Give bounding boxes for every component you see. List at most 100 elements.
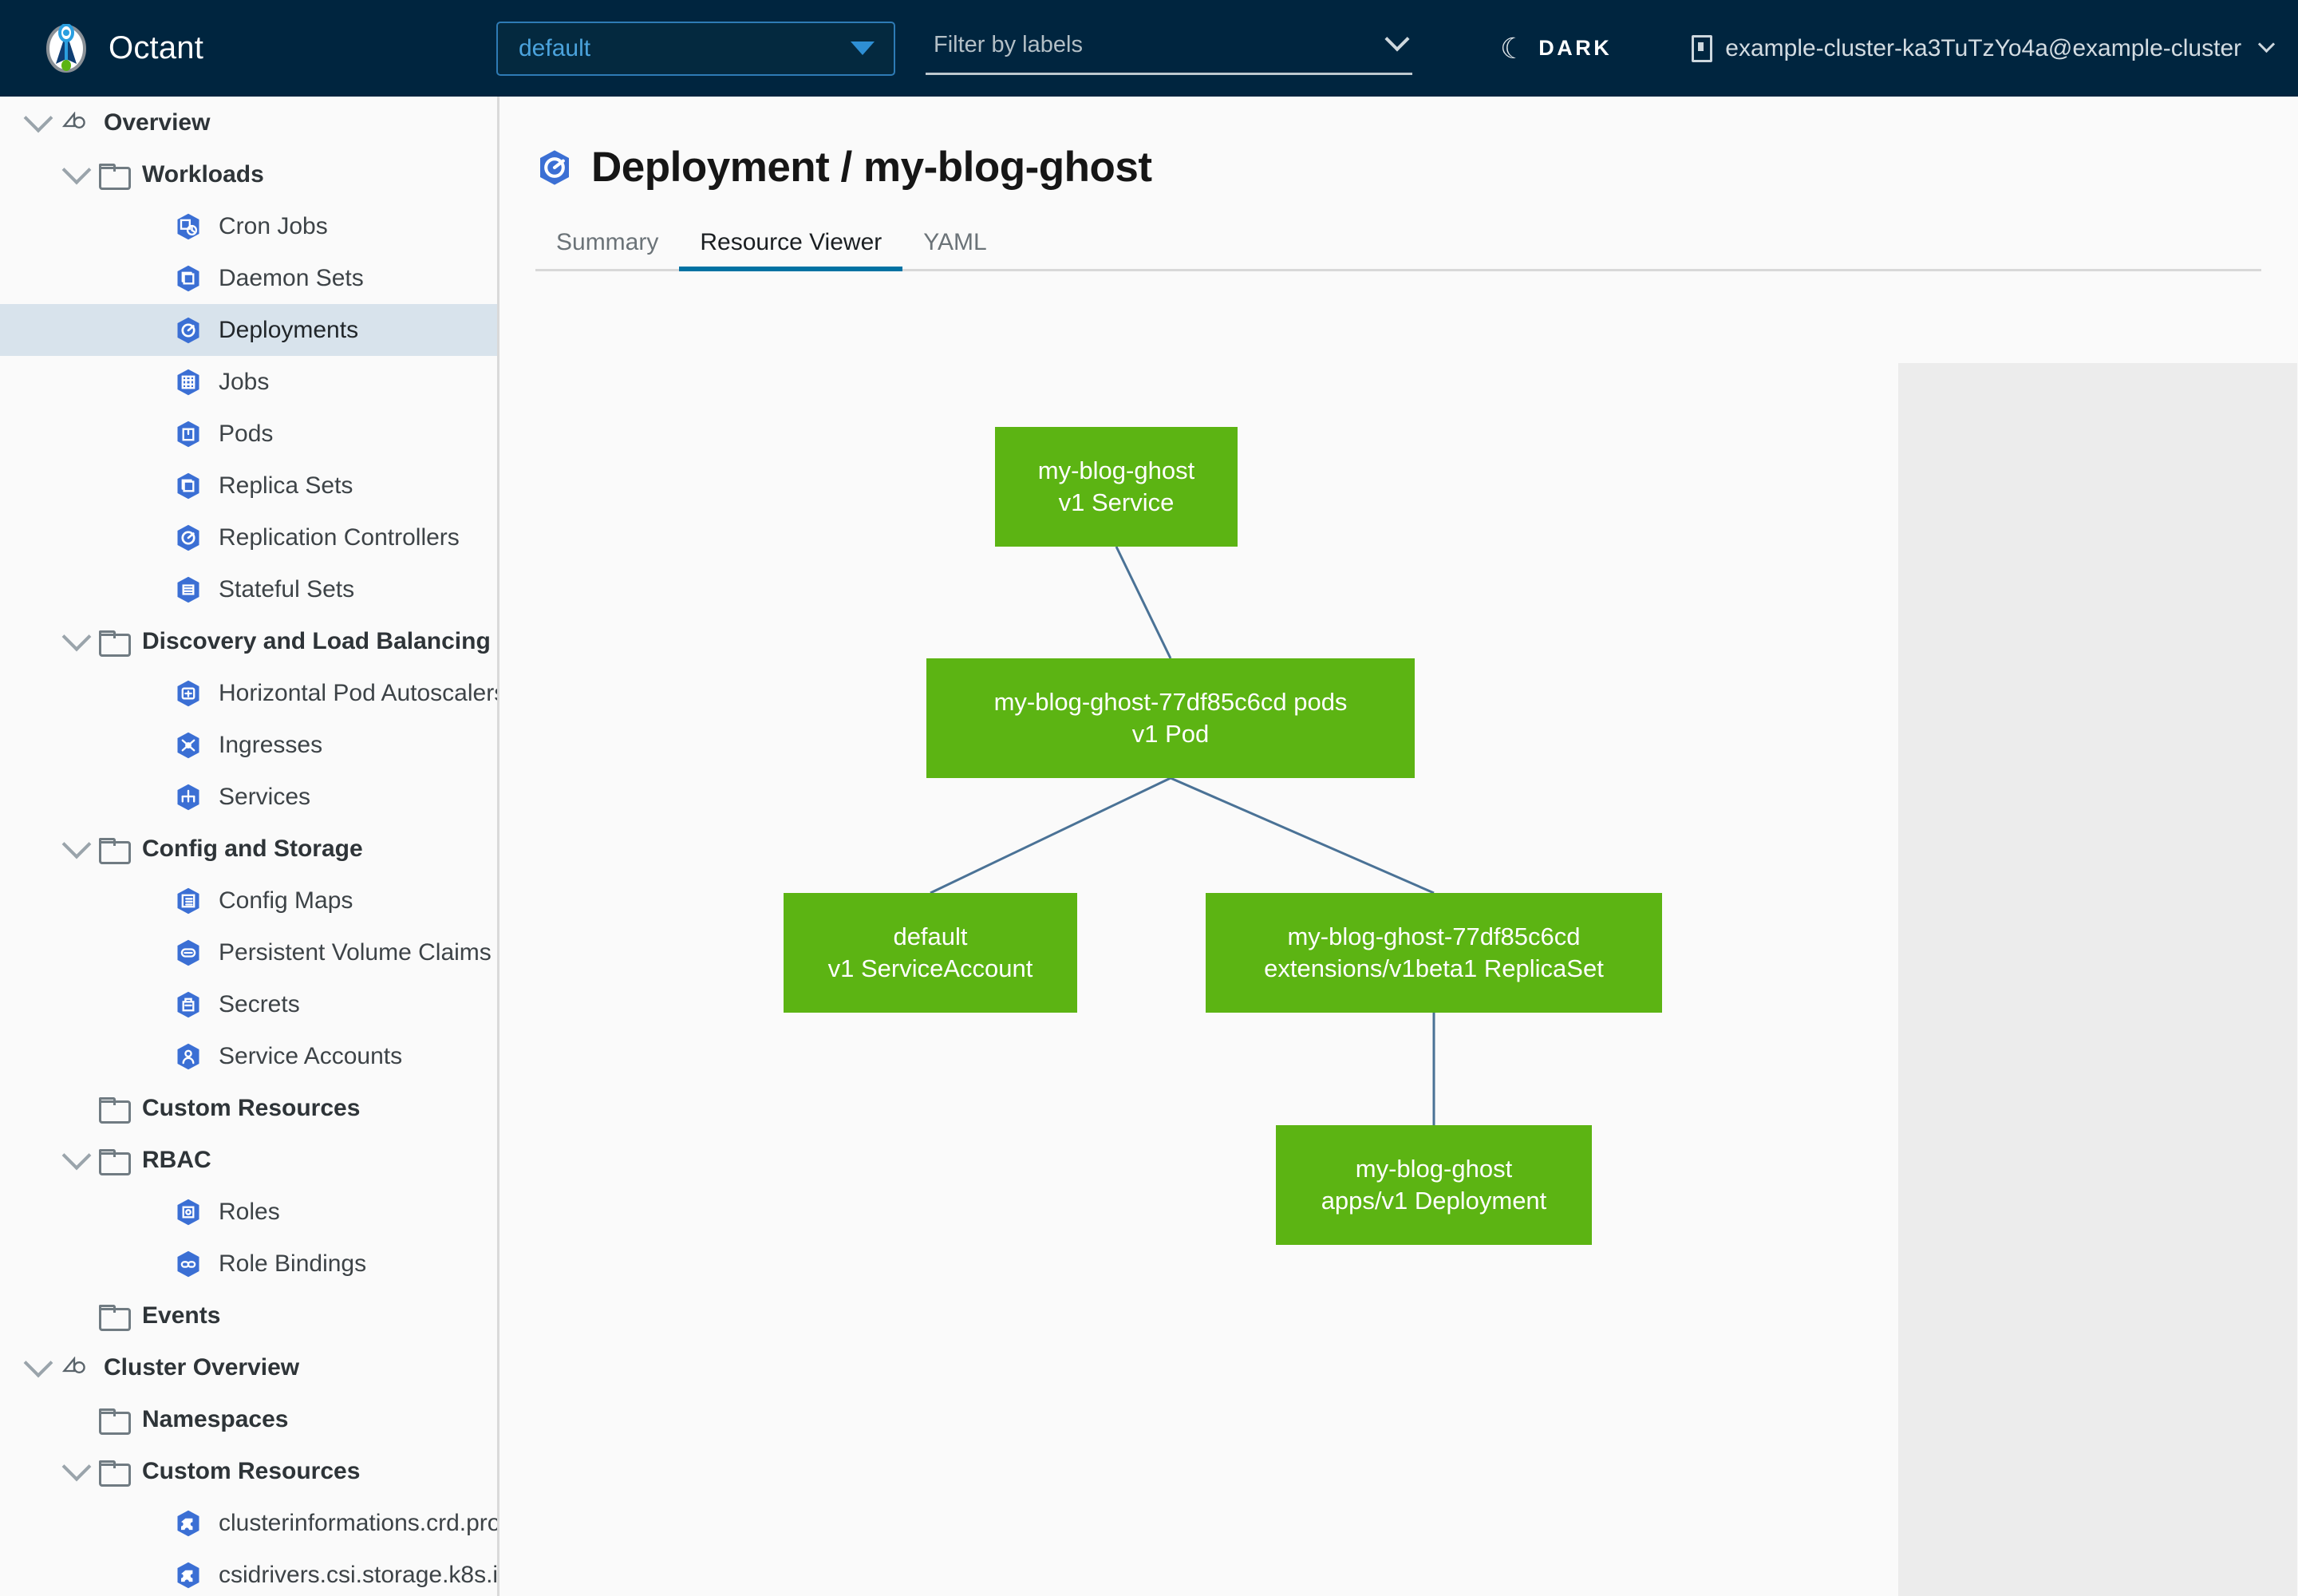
graph-nodes[interactable]: my-blog-ghost v1 Service my-blog-ghost-77d… [526,363,2297,1596]
folder-icon [99,1149,131,1175]
sidebar-item-config-and-storage[interactable]: Config and Storage [0,823,497,875]
expand-toggle[interactable] [54,829,99,859]
theme-toggle-button[interactable]: ☾ DARK [1500,34,1612,63]
graph-node-dep[interactable]: my-blog-ghost apps/v1 Deployment [1276,1125,1592,1245]
namespace-select[interactable]: default [496,21,895,76]
label-filter-input[interactable]: Filter by labels [926,22,1412,75]
graph-node-name: my-blog-ghost-77df85c6cd [1287,922,1581,951]
tab-resource-viewer[interactable]: Resource Viewer [679,229,903,271]
sidebar-item-service-accounts[interactable]: Service Accounts [0,1030,497,1082]
sidebar-item-secrets[interactable]: Secrets [0,978,497,1030]
compass-icon [61,112,88,133]
sidebar-item-cron-jobs[interactable]: Cron Jobs [0,200,497,252]
expand-toggle[interactable] [16,103,61,132]
k8s-configmap-icon [177,887,199,914]
tab-yaml[interactable]: YAML [923,229,987,255]
k8s-cronjob-icon [177,213,199,239]
sidebar-item-label: Replication Controllers [219,523,460,551]
sidebar-item-roles[interactable]: Roles [0,1186,497,1238]
folder-icon [99,838,131,864]
sidebar-item-custom-resources[interactable]: Custom Resources [0,1445,497,1497]
sidebar-item-config-maps[interactable]: Config Maps [0,875,497,926]
sidebar-item-label: Namespaces [142,1405,289,1432]
sidebar-item-services[interactable]: Services [0,771,497,823]
sidebar-item-label: Ingresses [219,731,323,758]
sidebar-item-label: Discovery and Load Balancing [142,627,491,654]
sidebar-item-label: Config and Storage [142,835,363,862]
sidebar-item-stateful-sets[interactable]: Stateful Sets [0,563,497,615]
namespace-select-value: default [519,34,591,61]
k8s-hpa-icon [177,680,199,706]
sidebar-item-pods[interactable]: Pods [0,408,497,460]
moon-icon: ☾ [1500,31,1526,65]
page-title-text: Deployment / my-blog-ghost [591,144,1152,191]
sidebar-item-deployments[interactable]: Deployments [0,304,497,356]
sidebar-item-daemon-sets[interactable]: Daemon Sets [0,252,497,304]
graph-node-name: my-blog-ghost [1355,1155,1513,1183]
graph-node-sa[interactable]: default v1 ServiceAccount [784,893,1077,1013]
chevron-down-icon [61,622,92,651]
sidebar-item-label: Stateful Sets [219,575,355,602]
folder-icon [99,630,131,657]
graph-node-name: my-blog-ghost-77df85c6cd pods [993,688,1348,717]
resource-detail-panel [1898,363,2297,1596]
sidebar-item-rbac[interactable]: RBAC [0,1134,497,1186]
graph-node-name: default [893,922,968,951]
sidebar-item-events[interactable]: Events [0,1290,497,1341]
expand-toggle[interactable] [54,1452,99,1481]
graph-node-kind: apps/v1 Deployment [1321,1187,1547,1215]
folder-icon [99,1097,131,1124]
main-content: Deployment / my-blog-ghost Summary Resour… [502,97,2298,1596]
sidebar-item-jobs[interactable]: Jobs [0,356,497,408]
resource-viewer: my-blog-ghost v1 Service my-blog-ghost-77d… [526,363,2297,1596]
sidebar-item-label: Custom Resources [142,1457,361,1484]
sidebar-item-discovery-and-load-balancing[interactable]: Discovery and Load Balancing [0,615,497,667]
k8s-serviceaccount-icon [177,1043,199,1069]
expand-toggle[interactable] [54,1140,99,1170]
sidebar-item-horizontal-pod-autoscalers[interactable]: Horizontal Pod Autoscalers [0,667,497,719]
k8s-pvc-icon [177,939,199,966]
sidebar-item-label: RBAC [142,1146,211,1173]
sidebar-item-custom-resources[interactable]: Custom Resources [0,1082,497,1134]
chevron-down-icon [61,155,92,184]
brand[interactable]: Octant [41,23,488,73]
graph-node-pod[interactable]: my-blog-ghost-77df85c6cd pods v1 Pod [926,658,1415,778]
k8s-crd-icon [177,1510,199,1536]
sidebar-item-role-bindings[interactable]: Role Bindings [0,1238,497,1290]
sidebar-item-label: Cron Jobs [219,212,328,239]
sidebar-item-csidrivers-csi-storage-k8s-io[interactable]: csidrivers.csi.storage.k8s.io [0,1549,497,1596]
tab-summary[interactable]: Summary [556,229,659,255]
sidebar-item-label: Secrets [219,990,300,1017]
graph-node-kind: v1 ServiceAccount [827,954,1033,982]
k8s-ingress-icon [177,732,199,758]
sidebar-item-label: Overview [104,109,211,136]
cluster-picker[interactable]: example-cluster-ka3TuTzYo4a@example-clus… [1692,34,2276,62]
expand-toggle[interactable] [54,622,99,651]
expand-toggle[interactable] [16,1348,61,1377]
graph-node-kind: v1 Pod [1131,720,1210,748]
sidebar-item-workloads[interactable]: Workloads [0,148,497,200]
k8s-daemonset-icon [177,265,199,291]
cluster-picker-value: example-cluster-ka3TuTzYo4a@example-clus… [1725,34,2242,61]
expand-toggle[interactable] [54,155,99,184]
graph-node-kind: v1 Service [1058,488,1175,516]
sidebar-item-ingresses[interactable]: Ingresses [0,719,497,771]
sidebar-item-overview[interactable]: Overview [0,97,497,148]
graph-node-name: my-blog-ghost [1037,456,1195,485]
chevron-down-icon [23,103,53,132]
k8s-secret-icon [177,991,199,1017]
sidebar-item-namespaces[interactable]: Namespaces [0,1393,497,1445]
sidebar-item-label: Cluster Overview [104,1353,300,1381]
sidebar-item-replica-sets[interactable]: Replica Sets [0,460,497,512]
sidebar-item-clusterinformations-crd-projectcalico-org[interactable]: clusterinformations.crd.projectcalico.or… [0,1497,497,1549]
sidebar-item-replication-controllers[interactable]: Replication Controllers [0,512,497,563]
k8s-replicationcontroller-icon [177,524,199,551]
sidebar-item-label: Pods [219,420,274,447]
sidebar-item-cluster-overview[interactable]: Cluster Overview [0,1341,497,1393]
sidebar-item-persistent-volume-claims[interactable]: Persistent Volume Claims [0,926,497,978]
graph-node-svc[interactable]: my-blog-ghost v1 Service [995,427,1238,547]
sidebar-item-label: Horizontal Pod Autoscalers [219,679,499,706]
tab-bar[interactable]: Summary Resource Viewer YAML [535,223,2261,271]
